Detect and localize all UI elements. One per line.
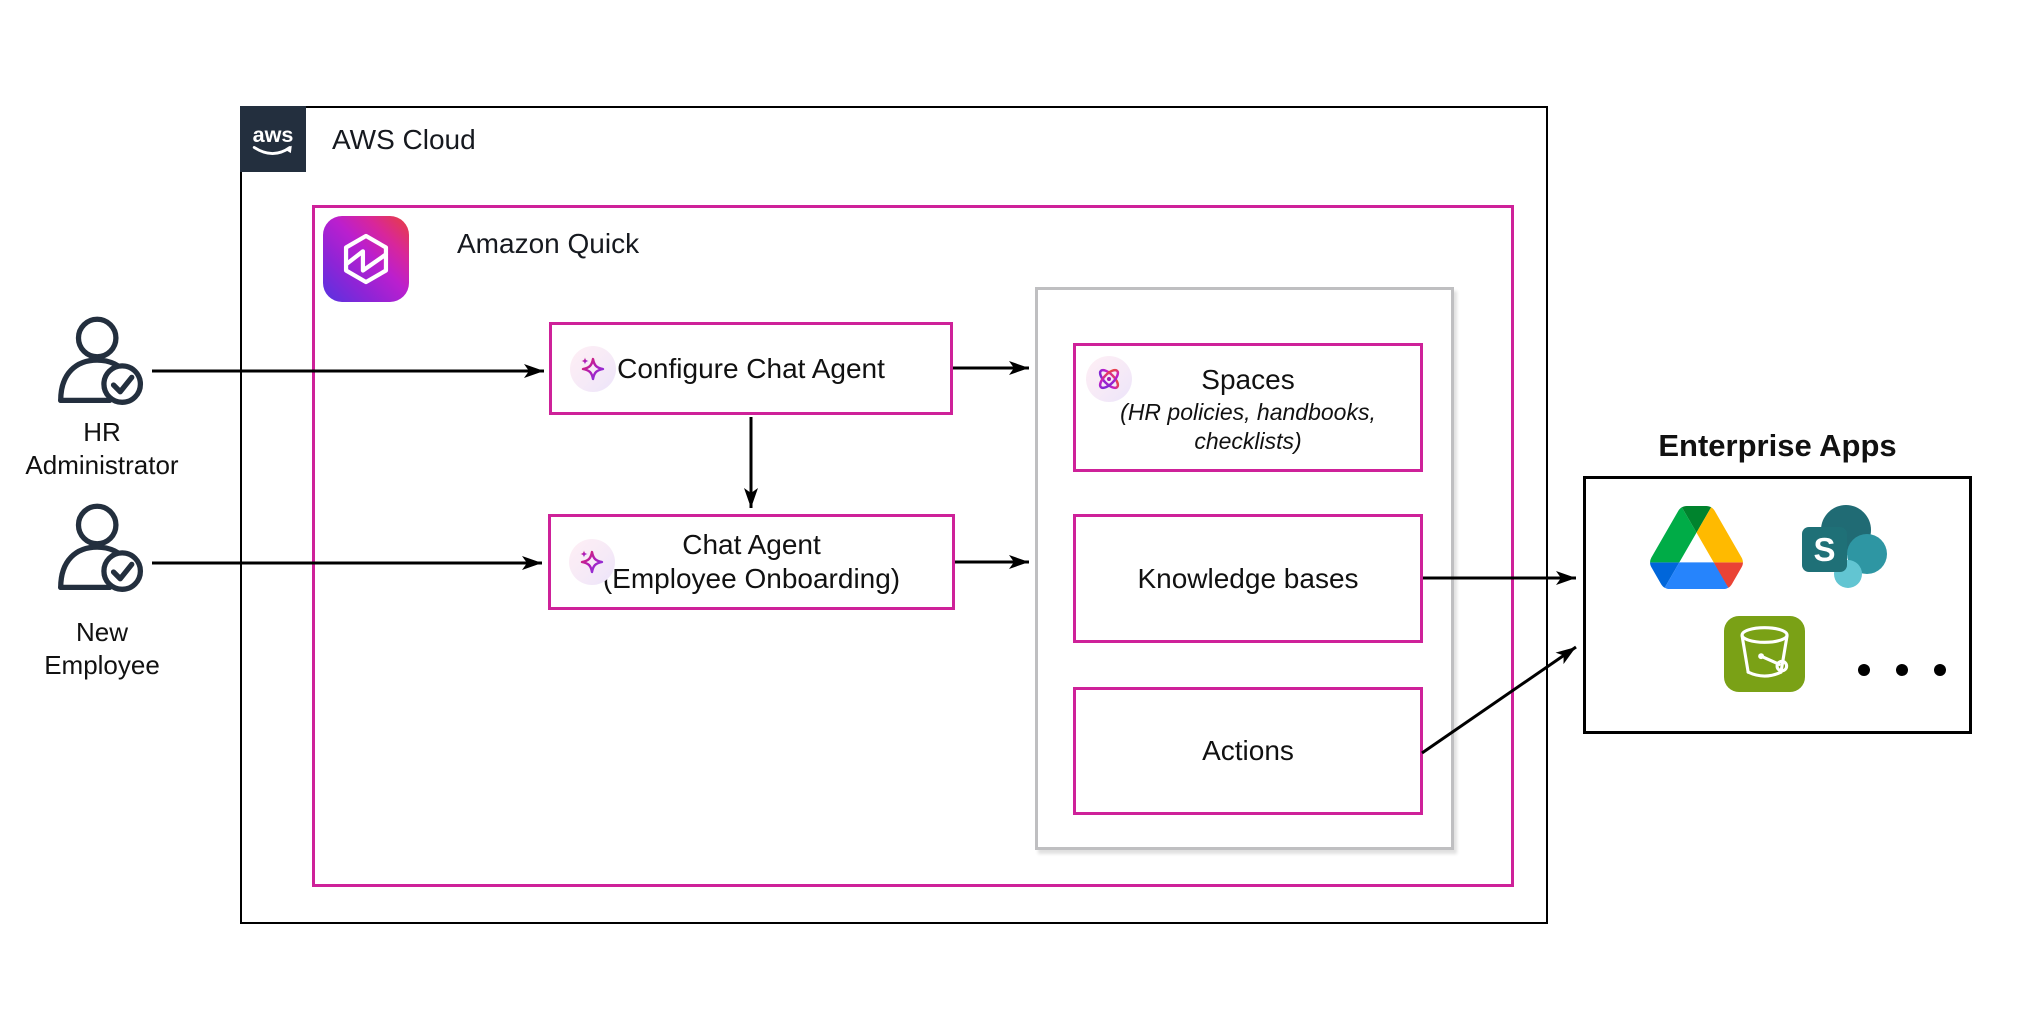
aws-logo-icon: aws: [240, 106, 306, 172]
enterprise-apps-container: [1583, 476, 1972, 734]
sharepoint-icon: S: [1799, 504, 1889, 589]
aws-cloud-label: AWS Cloud: [332, 124, 476, 155]
sparkle-icon: [569, 539, 615, 585]
enterprise-apps-title: Enterprise Apps: [1658, 428, 1897, 463]
google-drive-icon: [1650, 506, 1743, 589]
spaces-node: Spaces (HR policies, handbooks, checklis…: [1073, 343, 1423, 472]
chat-agent-label: Chat Agent (Employee Onboarding): [602, 529, 901, 594]
aws-logo-text: aws: [253, 122, 294, 147]
new-employee-user-icon: [54, 501, 150, 597]
knowledge-bases-label: Knowledge bases: [1137, 562, 1359, 594]
spaces-subtitle: (HR policies, handbooks, checklists): [1120, 399, 1376, 454]
new-employee-label: New Employee: [44, 617, 160, 680]
sharepoint-letter: S: [1813, 531, 1835, 568]
chat-agent-node: Chat Agent (Employee Onboarding): [548, 514, 955, 610]
configure-chat-agent-node: Configure Chat Agent: [549, 322, 953, 415]
actions-label: Actions: [1202, 735, 1294, 766]
aws-cloud-container: [240, 106, 1548, 924]
knowledge-bases-node: Knowledge bases: [1073, 514, 1423, 643]
spaces-orbit-icon: [1086, 356, 1132, 402]
hr-administrator-user-icon: [54, 314, 150, 410]
spaces-title: Spaces: [1201, 364, 1295, 395]
sparkle-icon: [570, 345, 616, 392]
amazon-quick-icon: [323, 216, 409, 302]
s3-bucket-icon: [1724, 616, 1805, 692]
hr-administrator-label: HR Administrator: [25, 417, 179, 480]
actions-node: Actions: [1073, 687, 1423, 815]
amazon-quick-container: [312, 205, 1514, 887]
ellipsis-icon: [1858, 664, 1946, 676]
configure-chat-agent-label: Configure Chat Agent: [617, 352, 885, 384]
amazon-quick-label: Amazon Quick: [457, 228, 640, 259]
